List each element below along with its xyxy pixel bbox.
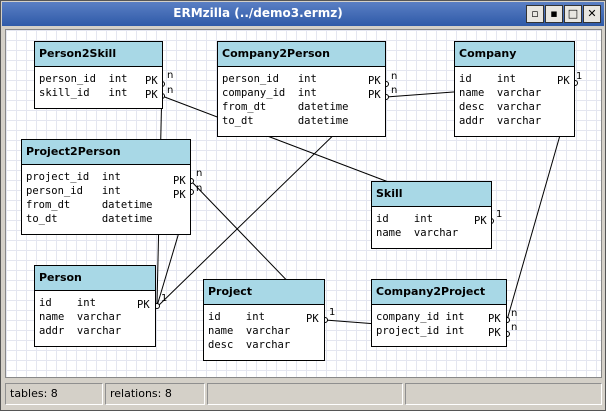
- column-row: id int: [376, 213, 433, 225]
- cardinality-label: n: [391, 71, 398, 82]
- maximize-button[interactable]: □: [564, 5, 582, 23]
- column-row: project_id int: [26, 171, 121, 183]
- column-row: person_id int: [26, 185, 121, 197]
- pk-label: PK: [557, 75, 570, 87]
- cardinality-label: 1: [496, 209, 503, 220]
- shade-button[interactable]: ▫: [526, 5, 544, 23]
- status-tables: tables: 8: [5, 383, 103, 405]
- table-company2project[interactable]: Company2Project company_id int project_i…: [371, 279, 507, 347]
- minimize-button[interactable]: ▪: [545, 5, 563, 23]
- table-title: Company: [455, 42, 574, 67]
- column-row: desc varchar: [208, 339, 291, 351]
- cardinality-label: n: [167, 70, 174, 81]
- pk-label: PK: [306, 313, 319, 325]
- pk-label: PK: [474, 215, 487, 227]
- cardinality-label: n: [196, 168, 203, 179]
- column-row: to_dt datetime: [222, 115, 349, 127]
- status-relations: relations: 8: [105, 383, 205, 405]
- cardinality-label: n: [511, 322, 518, 333]
- column-row: company_id int: [222, 87, 317, 99]
- pk-label: PK: [137, 299, 150, 311]
- column-row: person_id int: [39, 73, 128, 85]
- pk-label: PK: [173, 189, 186, 201]
- window-title: ERMzilla (../demo3.ermz): [173, 6, 343, 20]
- column-row: id int: [459, 73, 516, 85]
- column-row: company_id int: [376, 311, 465, 323]
- column-row: from_dt datetime: [26, 199, 153, 211]
- pk-label: PK: [488, 313, 501, 325]
- cardinality-label: n: [511, 308, 518, 319]
- table-title: Project: [204, 280, 324, 305]
- title-bar[interactable]: ERMzilla (../demo3.ermz) ▫ ▪ □ ✕: [2, 2, 604, 26]
- column-row: addr varchar: [459, 115, 542, 127]
- column-row: name varchar: [459, 87, 542, 99]
- table-title: Company2Person: [218, 42, 385, 67]
- pk-label: PK: [145, 89, 158, 101]
- column-row: to_dt datetime: [26, 213, 153, 225]
- status-panel-empty: [405, 383, 602, 405]
- table-company2person[interactable]: Company2Person person_id int company_id …: [217, 41, 386, 137]
- table-title: Skill: [372, 182, 491, 207]
- column-row: addr varchar: [39, 325, 122, 337]
- cardinality-label: n: [196, 183, 203, 194]
- column-row: id int: [208, 311, 265, 323]
- table-project2person[interactable]: Project2Person project_id int person_id …: [21, 139, 191, 235]
- cardinality-label: n: [167, 85, 174, 96]
- column-row: name varchar: [376, 227, 459, 239]
- column-row: name varchar: [39, 311, 122, 323]
- table-project[interactable]: Project id int name varchar desc varchar…: [203, 279, 325, 361]
- table-title: Person2Skill: [35, 42, 162, 67]
- table-skill[interactable]: Skill id int name varchar PK: [371, 181, 492, 249]
- column-row: from_dt datetime: [222, 101, 349, 113]
- pk-label: PK: [368, 75, 381, 87]
- column-row: project_id int: [376, 325, 465, 337]
- column-row: name varchar: [208, 325, 291, 337]
- status-panel-empty: [207, 383, 403, 405]
- cardinality-label: 1: [329, 307, 336, 318]
- column-row: desc varchar: [459, 101, 542, 113]
- column-row: id int: [39, 297, 96, 309]
- table-title: Company2Project: [372, 280, 506, 305]
- pk-label: PK: [173, 175, 186, 187]
- cardinality-label: n: [391, 85, 398, 96]
- table-person[interactable]: Person id int name varchar addr varchar …: [34, 265, 156, 347]
- table-company[interactable]: Company id int name varchar desc varchar…: [454, 41, 575, 137]
- pk-label: PK: [145, 75, 158, 87]
- cardinality-label: 1: [161, 293, 168, 304]
- column-row: skill_id int: [39, 87, 128, 99]
- cardinality-label: 1: [576, 71, 583, 82]
- pk-label: PK: [488, 327, 501, 339]
- table-title: Person: [35, 266, 155, 291]
- pk-label: PK: [368, 89, 381, 101]
- table-person2skill[interactable]: Person2Skill person_id int skill_id int …: [34, 41, 163, 109]
- diagram-canvas[interactable]: Person2Skill person_id int skill_id int …: [5, 29, 602, 378]
- column-row: person_id int: [222, 73, 317, 85]
- table-title: Project2Person: [22, 140, 190, 165]
- close-button[interactable]: ✕: [583, 5, 601, 23]
